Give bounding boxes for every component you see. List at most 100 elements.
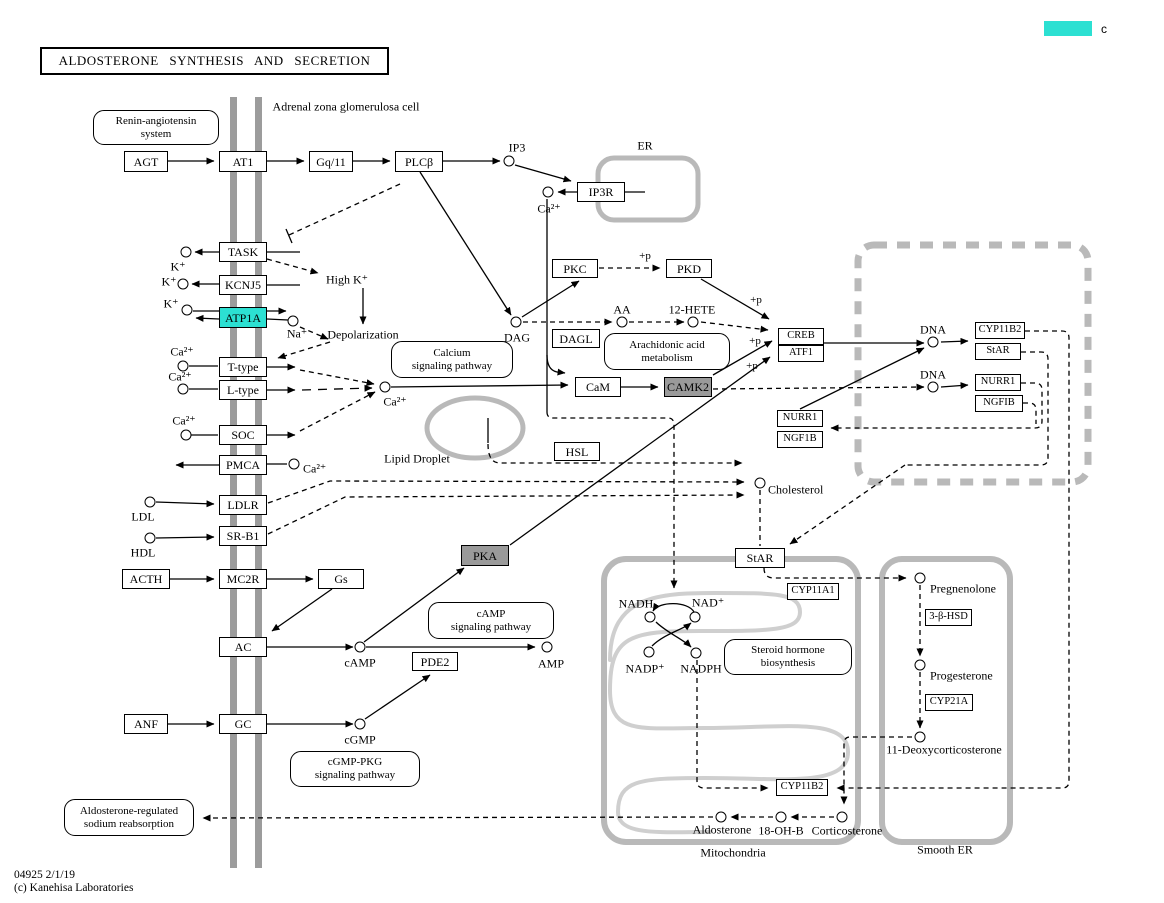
node-gs[interactable]: Gs (318, 569, 364, 589)
compound-ca-pmca[interactable] (288, 458, 300, 470)
compound-ca-t[interactable] (177, 360, 189, 372)
node-cyp11b2-gene[interactable]: CYP11B2 (975, 322, 1025, 339)
text-label: Ca²⁺ (383, 394, 407, 409)
compound-nad[interactable] (689, 611, 701, 623)
text-label: Corticosterone (811, 823, 883, 838)
node-at1[interactable]: AT1 (219, 151, 267, 172)
pathway-title: ALDOSTERONE SYNTHESIS AND SECRETION (58, 53, 371, 68)
node-t-type[interactable]: T-type (219, 357, 267, 377)
text-label: NADH (618, 596, 654, 611)
node-ngf1b-tf[interactable]: NGF1B (777, 431, 823, 448)
copyright: (c) Kanehisa Laboratories (14, 882, 134, 895)
node-soc[interactable]: SOC (219, 425, 267, 445)
text-label: Ca²⁺ (168, 369, 192, 384)
text-label: AA (613, 302, 631, 317)
compound-18-oh-b[interactable] (775, 811, 787, 823)
node-star-mito[interactable]: StAR (735, 548, 785, 568)
map-steroid[interactable]: Steroid hormone biosynthesis (724, 639, 852, 675)
compound-pregnenolone[interactable] (914, 572, 926, 584)
compound-hdl[interactable] (144, 532, 156, 544)
compound-aa[interactable] (616, 316, 628, 328)
node-cam[interactable]: CaM (575, 377, 621, 397)
node-ip3r[interactable]: IP3R (577, 182, 625, 202)
node-camk2[interactable]: CAMK2 (664, 377, 712, 397)
compound-amp[interactable] (541, 641, 553, 653)
compound-camp[interactable] (354, 641, 366, 653)
node-3b-hsd[interactable]: 3-β-HSD (925, 609, 972, 626)
map-cgmp-pkg[interactable]: cGMP-PKG signaling pathway (290, 751, 420, 787)
node-hsl[interactable]: HSL (554, 442, 600, 461)
map-arachidonic[interactable]: Arachidonic acid metabolism (604, 333, 730, 370)
compound-nadh[interactable] (644, 611, 656, 623)
text-label: ER (637, 138, 653, 153)
compound-dna-1[interactable] (927, 336, 939, 348)
node-ngfib-gene[interactable]: NGFIB (975, 395, 1023, 412)
text-label: K⁺ (161, 274, 177, 289)
text-label: cAMP (344, 655, 376, 670)
map-camp[interactable]: cAMP signaling pathway (428, 602, 554, 639)
compound-ca-l[interactable] (177, 383, 189, 395)
node-mc2r[interactable]: MC2R (219, 569, 267, 589)
node-dagl[interactable]: DAGL (552, 329, 600, 348)
node-atp1a[interactable]: ATP1A (219, 307, 267, 328)
compound-nadph[interactable] (690, 647, 702, 659)
text-label: +p (750, 294, 762, 306)
text-label: Ca²⁺ (172, 413, 196, 428)
compound-k-atp1a[interactable] (181, 304, 193, 316)
node-nurr1-gene[interactable]: NURR1 (975, 374, 1021, 391)
text-label: K⁺ (170, 259, 186, 274)
compound-cholesterol[interactable] (754, 477, 766, 489)
node-plcb[interactable]: PLCβ (395, 151, 443, 172)
compound-ca-soc[interactable] (180, 429, 192, 441)
node-pde2[interactable]: PDE2 (412, 652, 458, 671)
node-cyp11b2-mito[interactable]: CYP11B2 (776, 779, 828, 796)
node-pkc[interactable]: PKC (552, 259, 598, 278)
compound-cgmp[interactable] (354, 718, 366, 730)
text-label: HDL (130, 545, 156, 560)
compound-nadp[interactable] (643, 646, 655, 658)
compound-aldosterone[interactable] (715, 811, 727, 823)
node-ac[interactable]: AC (219, 637, 267, 657)
compound-11-deoxycorticosterone[interactable] (914, 731, 926, 743)
map-aldo-reg[interactable]: Aldosterone-regulated sodium reabsorptio… (64, 799, 194, 836)
map-renin[interactable]: Renin-angiotensin system (93, 110, 219, 145)
compound-na[interactable] (287, 315, 299, 327)
compound-k-kcnj5[interactable] (177, 278, 189, 290)
compound-progesterone[interactable] (914, 659, 926, 671)
node-pkd[interactable]: PKD (666, 259, 712, 278)
node-acth[interactable]: ACTH (122, 569, 170, 589)
node-nurr1-tf[interactable]: NURR1 (777, 410, 823, 427)
compound-ca-junction[interactable] (379, 381, 391, 393)
node-sr-b1[interactable]: SR-B1 (219, 526, 267, 546)
node-l-type[interactable]: L-type (219, 380, 267, 400)
map-calcium[interactable]: Calcium signaling pathway (391, 341, 513, 378)
text-label: Pregnenolone (930, 581, 996, 596)
node-pmca[interactable]: PMCA (219, 455, 267, 475)
text-label: Ca²⁺ (170, 344, 194, 359)
node-pka[interactable]: PKA (461, 545, 509, 566)
compound-ldl[interactable] (144, 496, 156, 508)
node-star-gene[interactable]: StAR (975, 343, 1021, 360)
compound-corticosterone[interactable] (836, 811, 848, 823)
node-gc[interactable]: GC (219, 714, 267, 734)
compound-k-task[interactable] (180, 246, 192, 258)
node-agt[interactable]: AGT (124, 151, 168, 172)
compound-12-hete[interactable] (687, 316, 699, 328)
node-cyp21a[interactable]: CYP21A (925, 694, 973, 711)
node-creb[interactable]: CREB (778, 328, 824, 345)
compound-dna-2[interactable] (927, 381, 939, 393)
compound-dag[interactable] (510, 316, 522, 328)
text-label: Ca²⁺ (303, 461, 327, 476)
node-kcnj5[interactable]: KCNJ5 (219, 275, 267, 295)
compound-ca-er[interactable] (542, 186, 554, 198)
compound-ip3[interactable] (503, 155, 515, 167)
lipid-droplet (424, 395, 526, 461)
text-label: DAG (504, 330, 530, 345)
node-anf[interactable]: ANF (124, 714, 168, 734)
node-ldlr[interactable]: LDLR (219, 495, 267, 515)
node-atf1[interactable]: ATF1 (778, 345, 824, 362)
node-cyp11a1[interactable]: CYP11A1 (787, 583, 839, 600)
cell-membrane (230, 97, 262, 868)
node-task[interactable]: TASK (219, 242, 267, 262)
node-gq11[interactable]: Gq/11 (309, 151, 353, 172)
